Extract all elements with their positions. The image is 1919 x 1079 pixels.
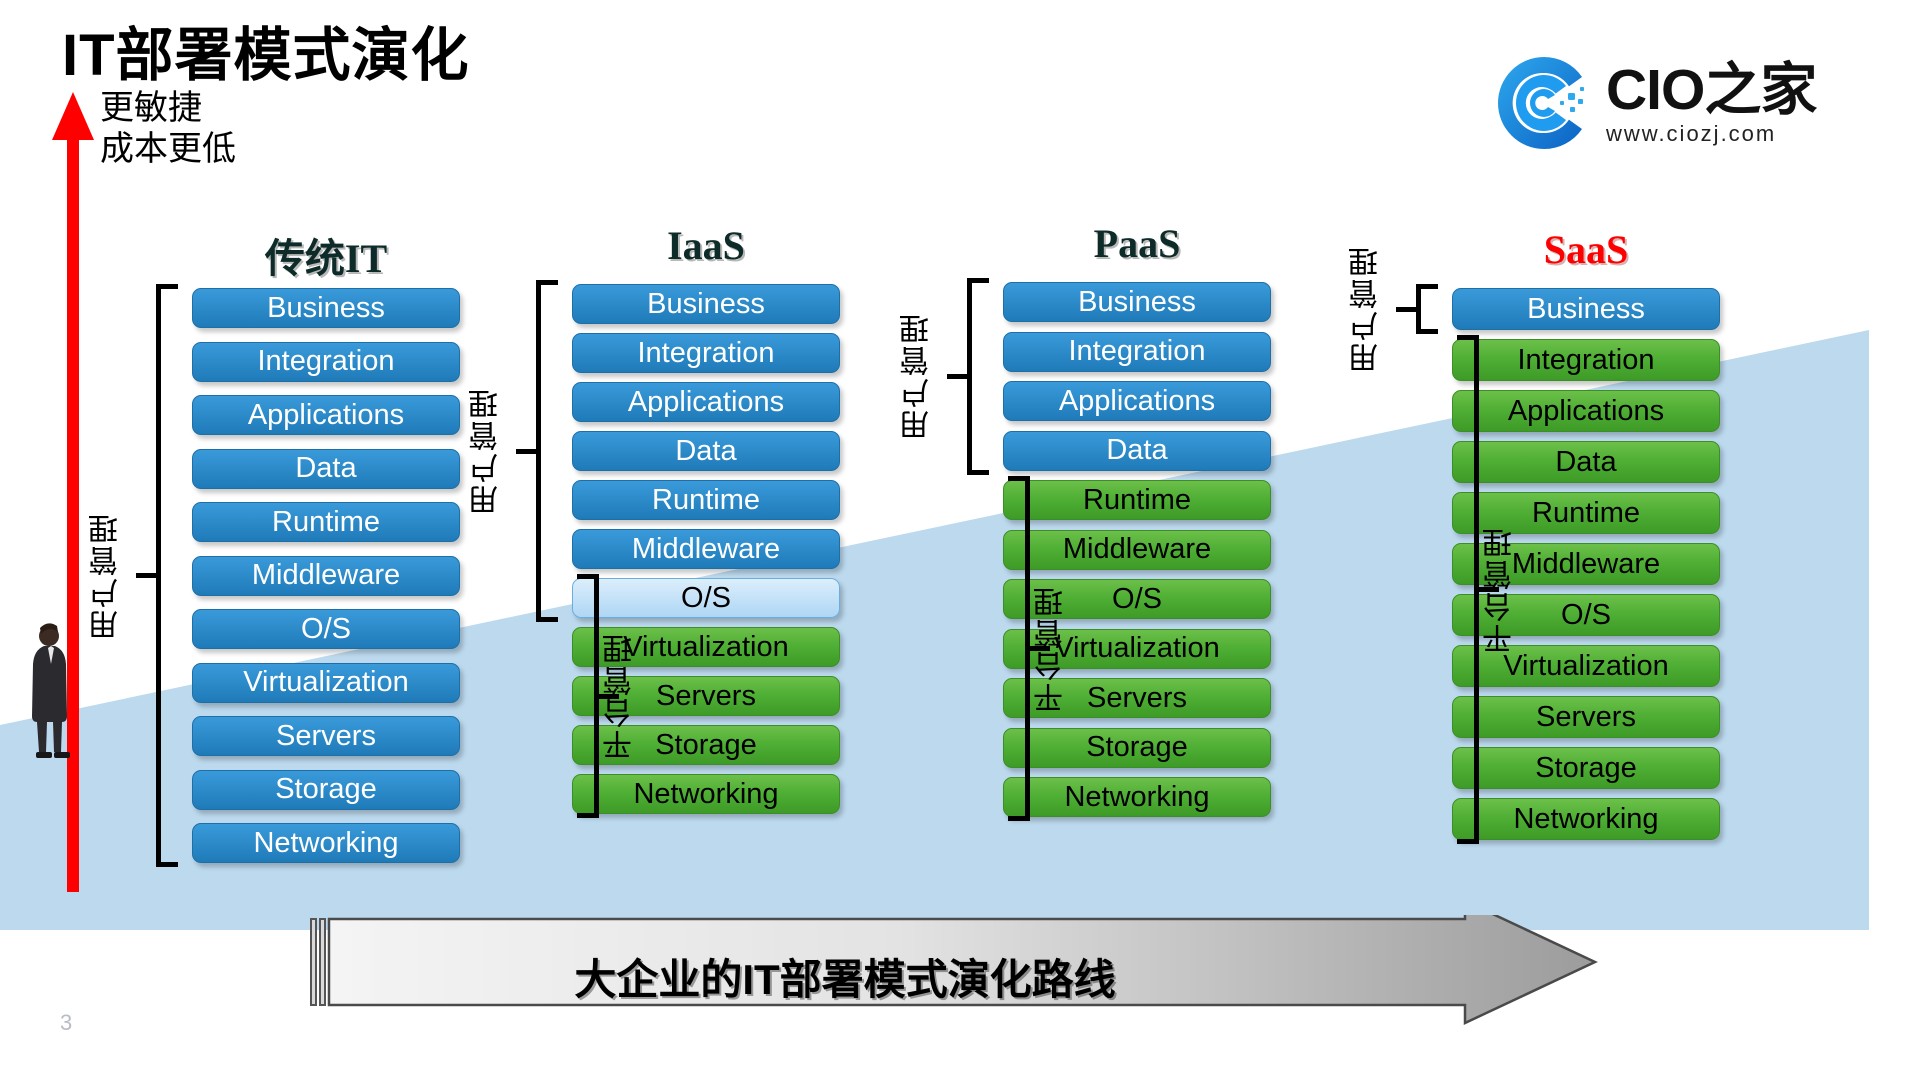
layer-iaas-applications[interactable]: Applications: [572, 382, 840, 422]
page-title: IT部署模式演化: [62, 23, 470, 88]
layer-paas-integration[interactable]: Integration: [1003, 331, 1271, 372]
bracket-arm-bottom: [1457, 839, 1479, 844]
user-managed-label-paas: 用户管理: [901, 312, 934, 441]
brand-logo: CIO之家 www.ciozj.com: [1494, 48, 1864, 158]
brand-name: CIO之家: [1606, 57, 1817, 122]
bracket-arm-top: [967, 278, 989, 283]
brand-url: www.ciozj.com: [1606, 120, 1777, 146]
agility-caption-line2: 成本更低: [100, 130, 236, 169]
user-managed-label-saas: 用户管理: [1350, 245, 1383, 373]
bracket-arm-top: [577, 574, 599, 579]
layer-traditional-it-middleware[interactable]: Middleware: [192, 555, 460, 596]
layer-traditional-it-data[interactable]: Data: [192, 448, 460, 489]
bracket-user-managed-traditional-it: [136, 284, 180, 867]
layer-iaas-middleware[interactable]: Middleware: [572, 529, 840, 569]
bracket-spine: [967, 278, 972, 475]
user-managed-label-traditional-it: 用户管理: [90, 511, 123, 640]
bracket-stub: [136, 573, 156, 578]
layer-traditional-it-applications[interactable]: Applications: [192, 395, 460, 435]
bracket-stub: [947, 373, 967, 379]
businessman-figure-icon: [32, 623, 70, 758]
bracket-arm-top: [156, 284, 178, 289]
layer-iaas-business[interactable]: Business: [572, 284, 840, 324]
agility-caption-line1: 更敏捷: [100, 89, 202, 127]
layer-iaas-integration[interactable]: Integration: [572, 333, 840, 373]
platform-managed-label-paas: 平台管理: [1035, 584, 1068, 713]
bracket-stub: [516, 448, 536, 454]
platform-managed-label-saas: 平台管理: [1484, 525, 1517, 654]
platform-managed-label-iaas: 平台管理: [604, 632, 637, 760]
page-number: 3: [60, 1010, 73, 1035]
layer-paas-data[interactable]: Data: [1003, 430, 1271, 471]
layer-traditional-it-servers[interactable]: Servers: [192, 716, 460, 756]
layer-traditional-it-runtime[interactable]: Runtime: [192, 502, 460, 542]
bracket-arm-bottom: [1008, 816, 1030, 821]
column-title-traditional-it: 传统IT: [264, 236, 388, 281]
bracket-arm-bottom: [536, 617, 558, 622]
bracket-arm-top: [1457, 335, 1479, 340]
bracket-user-managed-paas: [947, 278, 991, 475]
bracket-arm-bottom: [1416, 329, 1438, 334]
layer-paas-applications[interactable]: Applications: [1003, 381, 1271, 421]
up-arrow-icon: [52, 92, 94, 892]
layer-traditional-it-storage[interactable]: Storage: [192, 769, 460, 810]
cio-circle-logo-icon: [1498, 56, 1584, 150]
bracket-arm-bottom: [156, 862, 178, 867]
bracket-stub: [1396, 306, 1416, 312]
bracket-arm-top: [536, 280, 558, 285]
layer-traditional-it-virtualization[interactable]: Virtualization: [192, 662, 460, 703]
column-title-iaas: IaaS: [667, 223, 745, 268]
bracket-spine: [536, 280, 541, 622]
bracket-arm-bottom: [967, 469, 989, 475]
layer-iaas-data[interactable]: Data: [572, 431, 840, 471]
layer-traditional-it-integration[interactable]: Integration: [192, 341, 460, 382]
user-managed-label-iaas: 用户管理: [470, 387, 503, 515]
layer-traditional-it-business[interactable]: Business: [192, 288, 460, 328]
agility-caption: 更敏捷 成本更低: [100, 88, 236, 171]
column-title-saas: SaaS: [1543, 227, 1629, 272]
column-title-paas: PaaS: [1093, 221, 1181, 266]
bracket-arm-bottom: [577, 813, 599, 818]
bracket-user-managed-saas: [1396, 284, 1440, 334]
bracket-user-managed-iaas: [516, 280, 560, 622]
bracket-spine: [156, 284, 161, 867]
bracket-arm-top: [1008, 476, 1030, 481]
layer-traditional-it-o-s[interactable]: O/S: [192, 609, 460, 649]
layer-traditional-it-networking[interactable]: Networking: [192, 823, 460, 863]
evolution-banner-label: 大企业的IT部署模式演化路线: [574, 955, 1116, 1003]
layer-saas-business[interactable]: Business: [1452, 288, 1720, 330]
bracket-spine: [1416, 284, 1421, 334]
layer-iaas-runtime[interactable]: Runtime: [572, 480, 840, 520]
layer-paas-business[interactable]: Business: [1003, 282, 1271, 322]
bracket-arm-top: [1416, 284, 1438, 289]
